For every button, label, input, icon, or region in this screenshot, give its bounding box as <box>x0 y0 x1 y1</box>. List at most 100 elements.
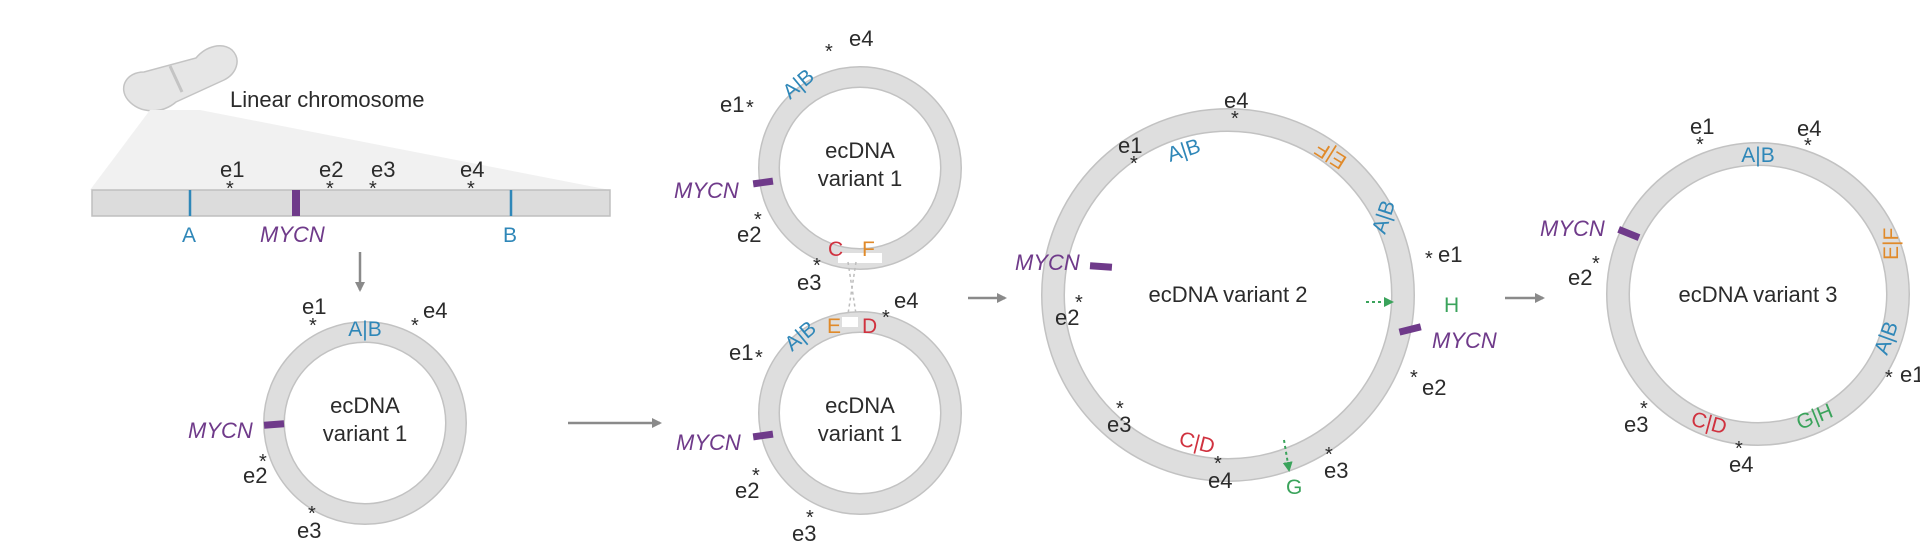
linear-e1-label: e1 <box>220 157 244 182</box>
variant3-e3-star: * <box>1640 398 1648 420</box>
linear-chromosome-title: Linear chromosome <box>230 87 424 112</box>
pair-bottom-e2-label: e2 <box>735 478 759 503</box>
pair-top-e1-label: e1 <box>720 92 744 117</box>
pair-connection-lines <box>847 261 857 315</box>
circle1-e4-star: * <box>411 315 419 337</box>
variant3-e1-top-star: * <box>1696 134 1704 156</box>
variant2-h-label: H <box>1444 294 1459 317</box>
variant2-e2-right-star: * <box>1410 367 1418 389</box>
pair-bottom-e-label: E <box>827 315 841 338</box>
variant3-e4-bottom-label: e4 <box>1729 452 1753 477</box>
variant3-e1-right-star: * <box>1885 367 1893 389</box>
pair-bottom-title-line2: variant 1 <box>818 421 902 446</box>
pair-bottom-mycn-mark <box>752 430 774 441</box>
pair-bottom-e4-label: e4 <box>894 288 918 313</box>
variant2-g-arrow <box>1282 439 1293 472</box>
variant3-ab-junction-1: A|B <box>1741 144 1774 167</box>
chromosome-icon <box>123 45 238 112</box>
pair-top-e2-label: e2 <box>737 222 761 247</box>
pair-bottom-ring <box>758 311 962 515</box>
variant2-e3-left-star: * <box>1116 398 1124 420</box>
pair-top-e4-star: * <box>825 41 833 63</box>
breakpoint-a-label: A <box>182 224 196 247</box>
variant2-e1-left-star: * <box>1130 153 1138 175</box>
variant3-title: ecDNA variant 3 <box>1679 282 1838 307</box>
variant2-ring <box>1041 108 1415 482</box>
circle1-ab-junction: A|B <box>348 318 381 341</box>
variant2-e4-bottom-label: e4 <box>1208 468 1232 493</box>
variant3-e4-bottom-star: * <box>1735 438 1743 460</box>
variant3-e2-label: e2 <box>1568 265 1592 290</box>
pair-top-e2-star: * <box>754 209 762 231</box>
variant3-e4-top-star: * <box>1804 135 1812 157</box>
variant2-e3-right-label: e3 <box>1324 458 1348 483</box>
pair-top-c-label: C <box>828 238 843 261</box>
linear-chromosome-bar <box>91 189 611 217</box>
circle1-e3-star: * <box>308 503 316 525</box>
pair-bottom-e3-star: * <box>806 507 814 529</box>
variant2-e2-right-label: e2 <box>1422 375 1446 400</box>
pair-bottom-e2-star: * <box>752 465 760 487</box>
variant3-e1-top-label: e1 <box>1690 114 1714 139</box>
zoom-wedge <box>90 110 610 190</box>
pair-top-mycn-label: MYCN <box>674 178 739 203</box>
pair-top-title-line1: ecDNA <box>825 138 895 163</box>
linear-e3-star: * <box>369 178 377 200</box>
pair-top-e3-label: e3 <box>797 270 821 295</box>
variant2-mycn-label-2: MYCN <box>1432 328 1497 353</box>
variant2-mycn-mark-1 <box>1089 262 1113 271</box>
pair-bottom-d-label: D <box>862 315 877 338</box>
variant3-e2-star: * <box>1592 253 1600 275</box>
pair-top-f-label: F <box>862 238 875 261</box>
variant2-e4-bottom-star: * <box>1214 453 1222 475</box>
variant3-mycn-label: MYCN <box>1540 216 1605 241</box>
circle1-e2-star: * <box>259 451 267 473</box>
pair-bottom-e1-star: * <box>755 347 763 369</box>
variant3-e4-top-label: e4 <box>1797 116 1821 141</box>
variant2-e1-left-label: e1 <box>1118 133 1142 158</box>
pair-top-e3-star: * <box>813 255 821 277</box>
circle1-e1-star: * <box>309 315 317 337</box>
linear-e4-star: * <box>467 178 475 200</box>
pair-top-mycn-mark <box>752 177 774 188</box>
variant2-e1-right-star: * <box>1425 248 1433 270</box>
breakpoint-b-label: B <box>503 224 517 247</box>
variant2-e1-right-label: e1 <box>1438 242 1462 267</box>
linear-e2-label: e2 <box>319 157 343 182</box>
linear-e2-star: * <box>326 178 334 200</box>
pair-bottom-e1-label: e1 <box>729 340 753 365</box>
linear-mycn-label: MYCN <box>260 222 325 247</box>
pair-bottom-e3-label: e3 <box>792 521 816 542</box>
linear-e1-star: * <box>226 178 234 200</box>
pair-bottom-e4-star: * <box>882 307 890 329</box>
variant2-e2-left-star: * <box>1075 292 1083 314</box>
circle1-e1-label: e1 <box>302 294 326 319</box>
variant2-title: ecDNA variant 2 <box>1149 282 1308 307</box>
pair-top-e4-label: e4 <box>849 26 873 51</box>
circle1-mycn-mark <box>263 420 285 429</box>
variant3-e1-right-label: e1 <box>1900 362 1920 387</box>
variant3-mycn-mark <box>1617 226 1641 241</box>
circle1-e4-label: e4 <box>423 298 447 323</box>
variant2-g-label: G <box>1286 476 1302 499</box>
variant2-mycn-label-1: MYCN <box>1015 250 1080 275</box>
mycn-gene-mark <box>292 190 300 216</box>
variant3-cd-junction: C|D <box>1689 408 1730 439</box>
variant2-e4-top-star: * <box>1231 108 1239 130</box>
variant2-mycn-mark-2 <box>1398 323 1422 336</box>
variant2-e4-top-label: e4 <box>1224 88 1248 113</box>
circle1-mycn-label: MYCN <box>188 418 253 443</box>
pair-bottom-mycn-label: MYCN <box>676 430 741 455</box>
pair-top-ring <box>758 66 962 270</box>
pair-top-title-line2: variant 1 <box>818 166 902 191</box>
pair-top-e1-star: * <box>746 97 754 119</box>
circle1-title-line1: ecDNA <box>330 393 400 418</box>
linear-e4-label: e4 <box>460 157 484 182</box>
variant3-e3-label: e3 <box>1624 412 1648 437</box>
variant3-ring <box>1606 142 1910 446</box>
circle1-e2-label: e2 <box>243 463 267 488</box>
linear-e3-label: e3 <box>371 157 395 182</box>
pair-bottom-title-line1: ecDNA <box>825 393 895 418</box>
